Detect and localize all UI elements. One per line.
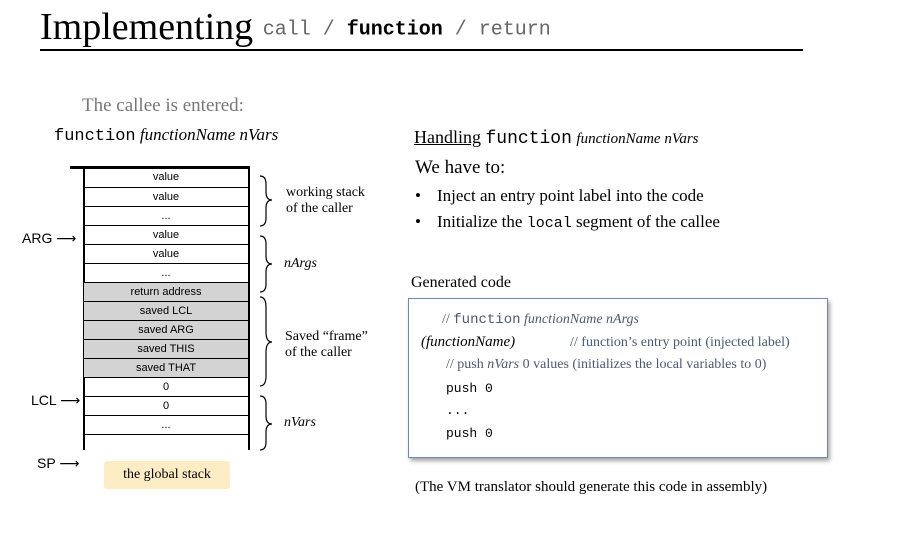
callee-caption: The callee is entered: bbox=[82, 95, 244, 116]
page-title: Implementing call / function / return bbox=[40, 4, 551, 53]
stack-cell: ... bbox=[84, 416, 248, 435]
title-sub-return: / return bbox=[454, 18, 551, 42]
code-c2-post: 0 values (initializes the local variable… bbox=[522, 357, 767, 372]
nvars-label: nVars bbox=[284, 415, 316, 430]
saved-frame-label: Saved “frame”of the caller bbox=[285, 329, 368, 361]
translator-note: (The VM translator should generate this … bbox=[415, 479, 768, 495]
stack-cell: value bbox=[84, 226, 248, 245]
stack-wall-right bbox=[248, 166, 250, 450]
code-c1-args: functionName nArgs bbox=[524, 312, 639, 327]
stack-cell: value bbox=[84, 168, 248, 188]
handling-heading: Handling function functionName nVars bbox=[414, 127, 699, 149]
code-c1-keyword: function bbox=[453, 312, 521, 328]
sp-pointer-label: SP bbox=[37, 455, 56, 471]
stack-cell: 0 bbox=[84, 397, 248, 416]
code-label-line: (functionName) bbox=[421, 334, 515, 351]
code-push-1: push 0 bbox=[446, 381, 493, 396]
stack-cell: value bbox=[84, 245, 248, 264]
brace-nargs bbox=[259, 235, 273, 293]
brace-frame bbox=[259, 296, 273, 387]
code-comment-push: // push nVars 0 values (initializes the … bbox=[446, 357, 766, 373]
title-sub-call: call / bbox=[262, 18, 335, 42]
sp-pointer: SP ⟶ bbox=[37, 455, 79, 472]
brace-nvars bbox=[259, 395, 273, 451]
code-label: (functionName) bbox=[421, 334, 516, 350]
working-stack-line2: of the caller bbox=[286, 201, 353, 216]
brace-group bbox=[259, 175, 273, 451]
bullet-dot-icon: • bbox=[415, 186, 421, 205]
stack-cell: ... bbox=[84, 264, 248, 283]
arrow-right-icon: ⟶ bbox=[60, 393, 81, 409]
stack-cell: saved THAT bbox=[84, 359, 248, 378]
code-c2-nvars: nVars bbox=[487, 357, 520, 372]
stack-cell: 0 bbox=[84, 378, 248, 397]
code-c1-slashes: // bbox=[442, 312, 450, 327]
bullet-inject-label: • Inject an entry point label into the co… bbox=[415, 186, 704, 206]
title-divider bbox=[40, 49, 803, 51]
code-dots: ... bbox=[446, 403, 470, 418]
stack-cell: ... bbox=[84, 207, 248, 226]
stack-top-border bbox=[70, 166, 250, 169]
handling-args: functionName nVars bbox=[576, 131, 699, 147]
code-comment-function: // function functionName nArgs bbox=[442, 312, 639, 328]
bullet-dot-icon: • bbox=[415, 212, 421, 231]
generated-code-title: Generated code bbox=[411, 274, 511, 291]
handling-word: Handling bbox=[414, 127, 481, 147]
stack-cell: saved ARG bbox=[84, 321, 248, 340]
global-stack-caption: the global stack bbox=[104, 461, 230, 489]
function-keyword: function bbox=[54, 127, 136, 146]
arrow-right-icon: ⟶ bbox=[59, 456, 80, 472]
working-stack-line1: working stack bbox=[286, 185, 365, 200]
code-label-comment: // function’s entry point (injected labe… bbox=[570, 335, 790, 350]
generated-code-box: // function functionName nArgs (function… bbox=[408, 298, 828, 458]
stack-cell: saved THIS bbox=[84, 340, 248, 359]
nargs-label: nArgs bbox=[284, 256, 317, 271]
code-c2-pre: // push bbox=[446, 357, 484, 372]
arrow-right-icon: ⟶ bbox=[56, 231, 77, 247]
we-have-to: We have to: bbox=[415, 157, 506, 178]
function-command: function functionName nVars bbox=[54, 125, 278, 146]
stack-cell: saved LCL bbox=[84, 302, 248, 321]
stack-cell: value bbox=[84, 188, 248, 207]
saved-frame-line2: of the caller bbox=[285, 345, 352, 360]
bullet-init-pre: Initialize the bbox=[437, 212, 523, 231]
stack-cell: return address bbox=[84, 283, 248, 302]
lcl-pointer: LCL ⟶ bbox=[31, 392, 80, 409]
brace-working-stack bbox=[259, 175, 273, 227]
lcl-pointer-label: LCL bbox=[31, 392, 57, 408]
bullet-init-code: local bbox=[526, 215, 572, 232]
title-subtitle: call / function / return bbox=[263, 18, 551, 41]
code-push-2: push 0 bbox=[446, 426, 493, 441]
bullet-inject-text: Inject an entry point label into the cod… bbox=[437, 186, 704, 205]
bullet-init-local: • Initialize the local segment of the cal… bbox=[415, 212, 720, 232]
saved-frame-line1: Saved “frame” bbox=[285, 329, 368, 344]
function-args: functionName nVars bbox=[139, 125, 279, 144]
arg-pointer: ARG ⟶ bbox=[22, 230, 76, 247]
title-main: Implementing bbox=[40, 6, 254, 48]
arg-pointer-label: ARG bbox=[22, 230, 53, 246]
bullet-init-post: segment of the callee bbox=[575, 212, 720, 231]
handling-keyword: function bbox=[485, 129, 572, 149]
title-sub-function: function bbox=[346, 18, 443, 42]
